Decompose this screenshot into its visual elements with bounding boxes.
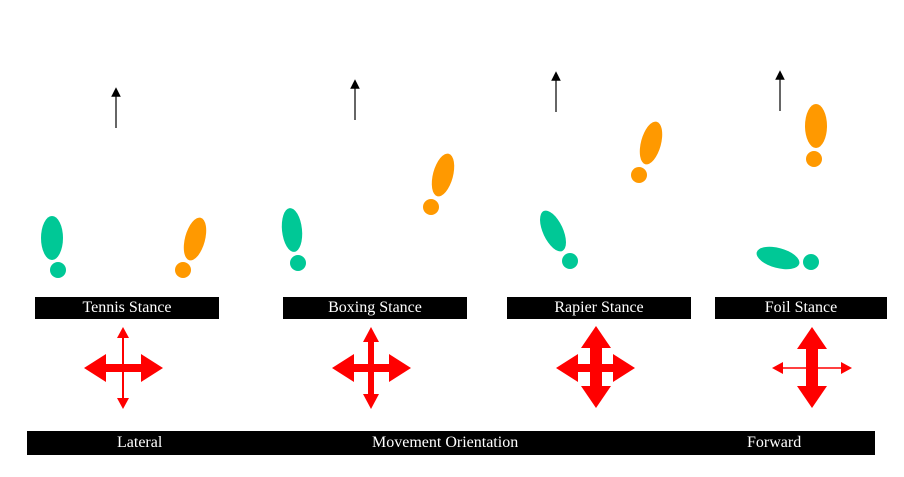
forward-direction-arrows	[111, 70, 785, 128]
stance-label-rapier: Rapier Stance	[507, 297, 691, 319]
right-foot-heel	[631, 167, 647, 183]
scale-label-lateral: Lateral	[117, 434, 163, 451]
feet-rapier	[540, 121, 663, 269]
left-foot-heel	[50, 262, 66, 278]
movement-arrows-rapier	[556, 326, 635, 408]
stance-label-foil: Foil Stance	[715, 297, 887, 319]
stance-label-boxing: Boxing Stance	[283, 297, 467, 319]
left-foot-heel	[290, 255, 306, 271]
scale-label-center: Movement Orientation	[372, 434, 519, 451]
left-foot-heel	[562, 253, 578, 269]
left-foot-sole	[756, 246, 800, 270]
left-foot-heel	[803, 254, 819, 270]
right-foot-sole	[183, 217, 207, 261]
right-foot-sole	[431, 153, 455, 197]
stance-label-tennis: Tennis Stance	[35, 297, 219, 319]
right-foot-sole	[639, 121, 663, 165]
movement-arrows-boxing	[332, 327, 411, 409]
right-foot-sole	[805, 104, 827, 148]
left-foot-sole	[281, 208, 303, 252]
feet-foil	[756, 104, 827, 270]
movement-orientation-scale: Lateral Movement Orientation Forward	[27, 431, 875, 455]
left-foot-sole	[41, 216, 63, 260]
right-foot-heel	[423, 199, 439, 215]
feet-tennis	[41, 216, 207, 278]
movement-arrows-foil	[772, 327, 852, 408]
scale-label-forward: Forward	[747, 434, 802, 451]
left-foot-sole	[540, 210, 566, 252]
movement-arrows-tennis	[84, 327, 163, 409]
right-foot-heel	[175, 262, 191, 278]
feet-boxing	[281, 153, 455, 271]
right-foot-heel	[806, 151, 822, 167]
